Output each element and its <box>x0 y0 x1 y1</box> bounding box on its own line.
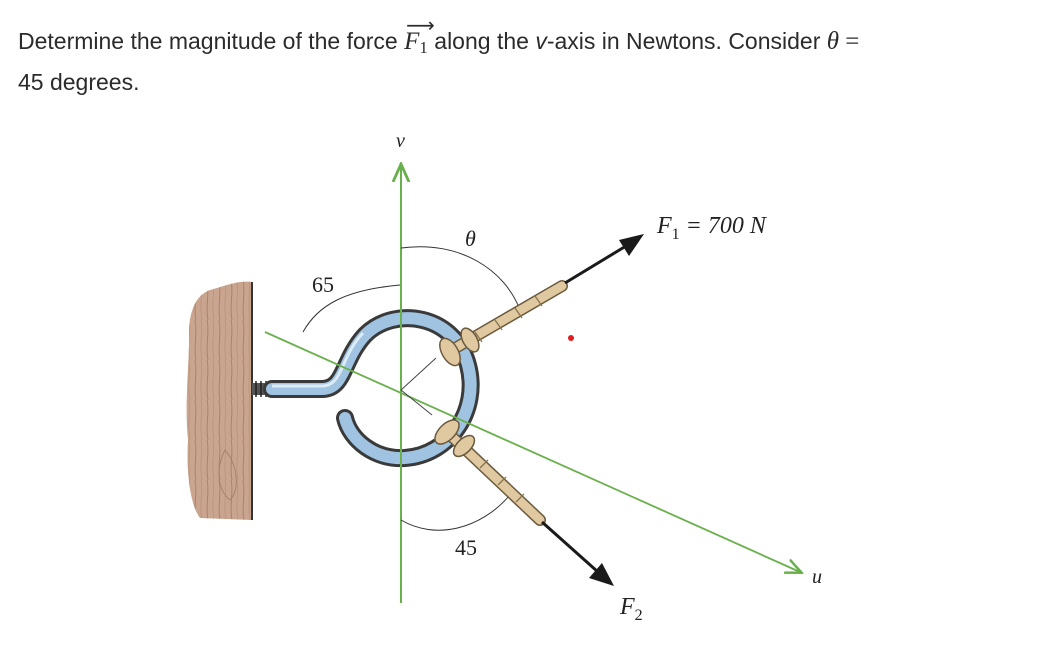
f1-reference-line <box>400 357 437 391</box>
f1-label: F1 = 700 N <box>656 213 768 243</box>
f2-label: F2 <box>619 594 643 624</box>
f2-reference-line <box>400 389 433 416</box>
f1-value: = 700 N <box>680 213 768 239</box>
f2-subscript: 2 <box>635 607 643 624</box>
vector-arrow-icon: ⟶ <box>406 13 435 37</box>
rope-f2 <box>434 419 546 526</box>
red-dot-marker <box>568 335 574 341</box>
question-text: Determine the magnitude of the force ⟶F1… <box>18 13 1028 99</box>
theta-symbol: θ <box>826 28 840 55</box>
wooden-wall <box>186 281 253 520</box>
v-axis-label: v <box>396 130 405 152</box>
angle-65-label: 65 <box>312 272 334 297</box>
f1-arrow <box>564 234 644 285</box>
u-axis <box>264 331 800 572</box>
question-after-axis: -axis in Newtons. Consider <box>546 28 827 54</box>
question-mid: along the <box>427 28 536 54</box>
f1-symbol: F <box>656 213 672 239</box>
angle-45-label: 45 <box>455 535 477 560</box>
theta-value: 45 degrees. <box>18 69 140 95</box>
rope-f1 <box>439 280 568 367</box>
equals-sign: = <box>839 28 860 55</box>
eye-hook <box>263 309 480 468</box>
question-prefix: Determine the magnitude of the force <box>18 28 405 54</box>
force-symbol: F <box>404 28 420 55</box>
force-subscript: 1 <box>419 38 428 57</box>
angle-65-arc <box>302 284 401 333</box>
theta-label: θ <box>465 226 476 251</box>
axis-name: v <box>535 28 547 54</box>
u-axis-label: u <box>812 566 822 588</box>
f2-symbol: F <box>619 594 635 620</box>
force-vector-f1: ⟶F1 <box>404 13 435 65</box>
angle-45-arc <box>400 494 511 531</box>
theta-arc <box>400 246 521 311</box>
f1-subscript: 1 <box>672 226 680 243</box>
f2-arrow <box>541 520 614 586</box>
